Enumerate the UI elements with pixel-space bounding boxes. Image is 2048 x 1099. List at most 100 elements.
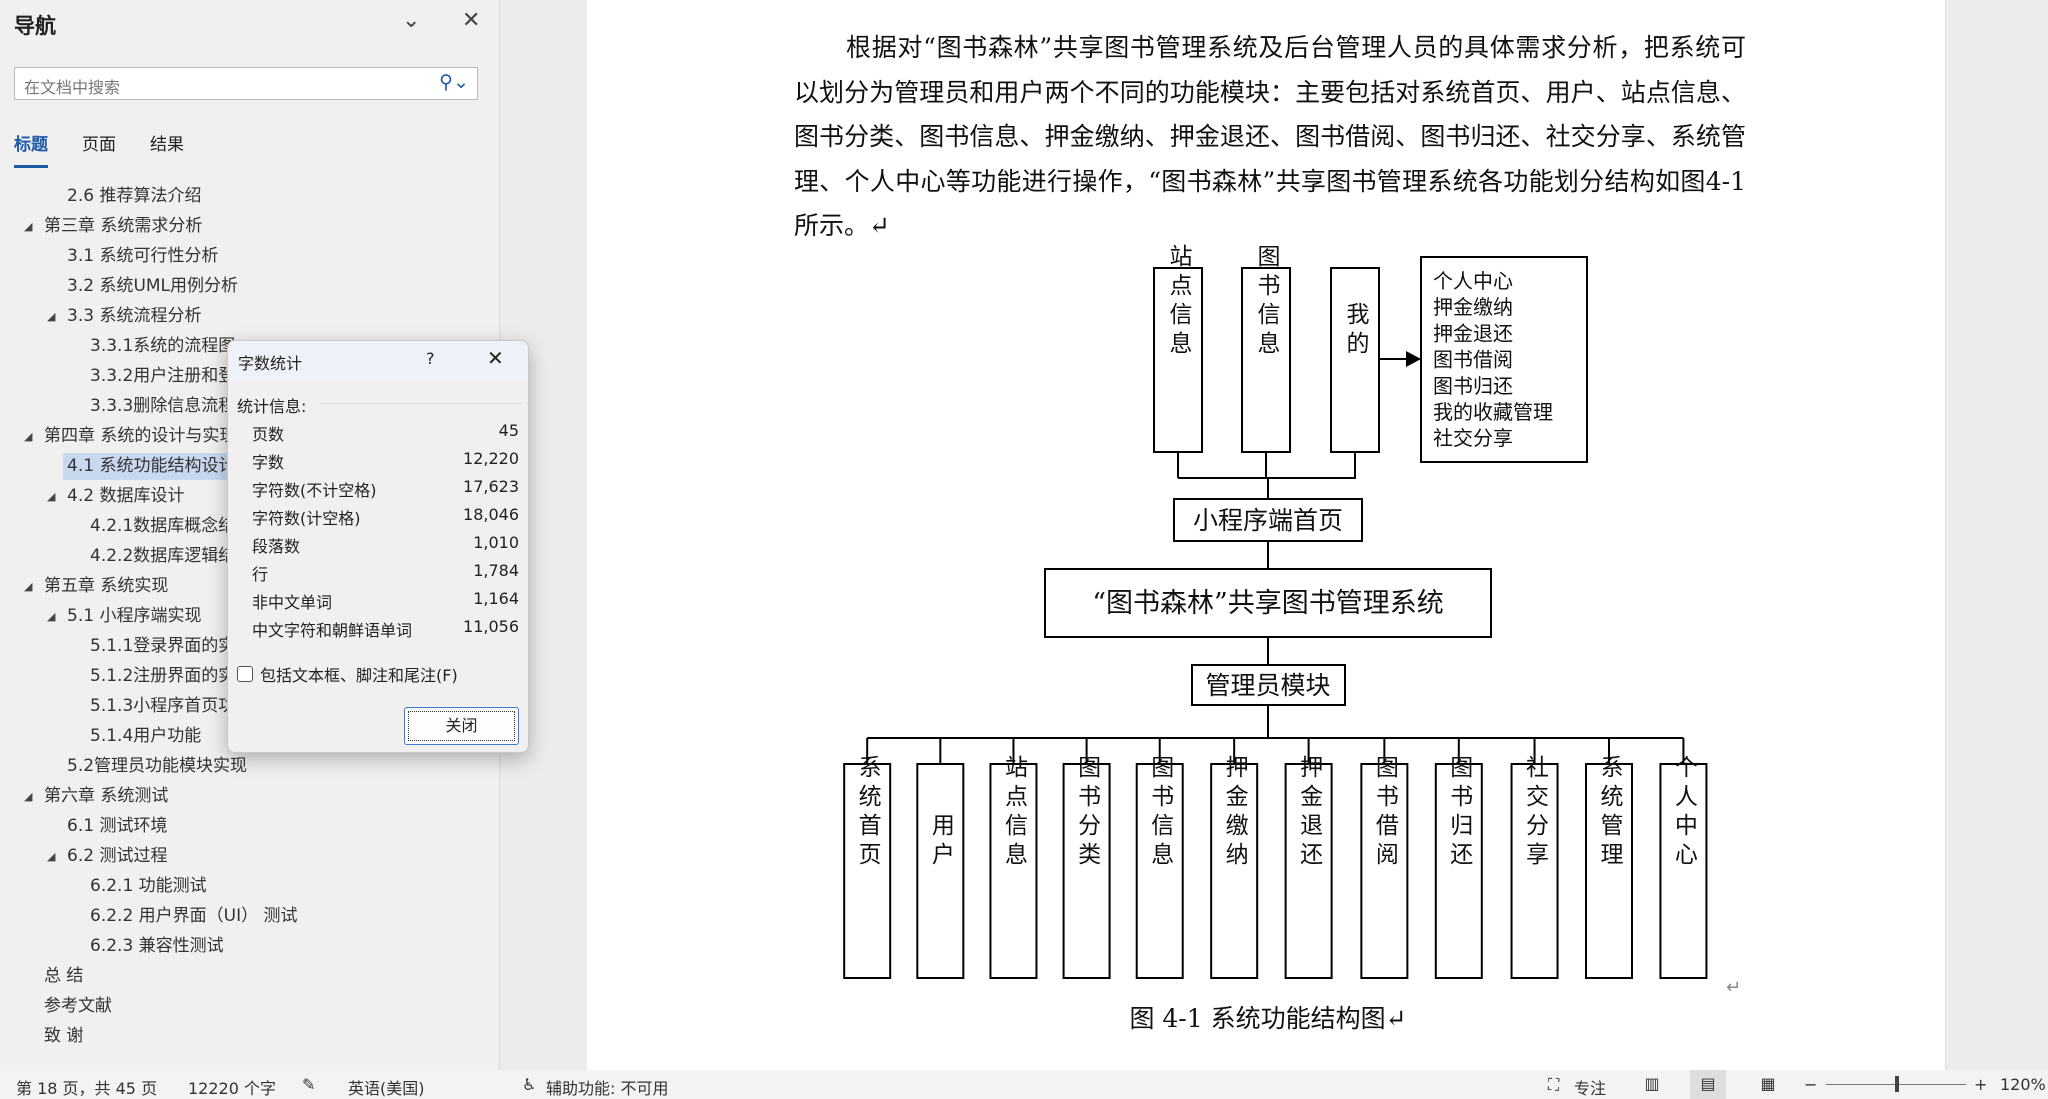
admin-module-label: 站点信息 [1000, 755, 1028, 871]
nav-heading-item[interactable]: ◢第六章 系统测试 [0, 783, 500, 813]
dialog-close-icon[interactable]: ✕ [487, 346, 504, 370]
top-module-label: 站点信息 [1165, 244, 1193, 360]
nav-heading-item[interactable]: ◢ 第三章 系统需求分析 [0, 213, 500, 243]
page-count[interactable]: 第 18 页，共 45 页 [16, 1079, 158, 1098]
accessibility-status[interactable]: 辅助功能: 不可用 [546, 1079, 669, 1098]
include-textboxes-checkbox[interactable]: 包括文本框、脚注和尾注(F) [237, 662, 458, 686]
divider [320, 403, 522, 404]
nav-heading-label: 5.1 小程序端实现 [67, 606, 202, 626]
nav-heading-item[interactable]: 4.2.2数据库逻辑结 [0, 543, 500, 573]
my-list-item: 图书归还 [1433, 374, 1513, 398]
expand-triangle-icon[interactable]: ◢ [47, 310, 56, 323]
nav-heading-item[interactable]: 4.2.1数据库概念结 [0, 513, 500, 543]
nav-heading-item[interactable]: 5.1.1登录界面的实 [0, 633, 500, 663]
right-margin [1945, 0, 2048, 1070]
nav-heading-label: 致 谢 [44, 1026, 84, 1046]
checkbox-box[interactable] [237, 666, 253, 682]
zoom-slider-thumb[interactable] [1895, 1076, 1899, 1092]
web-layout-icon[interactable]: ▦ [1760, 1074, 1776, 1093]
focus-icon[interactable]: ⛶ [1548, 1075, 1560, 1094]
zoom-level[interactable]: 120% [2000, 1075, 2046, 1094]
admin-module-box [1360, 763, 1409, 979]
admin-module-label: 图书分类 [1074, 755, 1101, 871]
nav-heading-label: 4.2.1数据库概念结 [90, 516, 236, 536]
stat-label: 字符数(计空格) [252, 509, 361, 528]
status-bar: 第 18 页，共 45 页 12220 个字 ✎ 英语(美国) ♿ 辅助功能: … [0, 1070, 2048, 1099]
admin-box [1191, 664, 1346, 706]
nav-heading-item[interactable]: ◢4.2 数据库设计 [0, 483, 500, 513]
admin-module-box [1284, 763, 1333, 979]
expand-triangle-icon[interactable]: ◢ [24, 220, 33, 233]
close-icon[interactable]: ✕ [462, 8, 481, 33]
stat-value: 1,164 [473, 589, 519, 608]
expand-triangle-icon[interactable]: ◢ [24, 580, 33, 593]
nav-heading-item[interactable]: 6.2.3 兼容性测试 [0, 933, 500, 963]
search-icon[interactable]: ⚲⌄ [439, 71, 469, 93]
nav-heading-item[interactable]: 6.1 测试环境 [0, 813, 500, 843]
tab-pages[interactable]: 页面 [82, 135, 116, 155]
focus-mode[interactable]: 专注 [1574, 1079, 1607, 1098]
nav-heading-label: 参考文献 [44, 996, 112, 1016]
stat-row: 字符数(不计空格)17,623 [252, 477, 519, 505]
nav-heading-item[interactable]: 致 谢 [0, 1023, 500, 1053]
expand-triangle-icon[interactable]: ◢ [24, 790, 33, 803]
nav-heading-item[interactable]: 3.3.3删除信息流程 [0, 393, 500, 423]
nav-heading-item[interactable]: 3.1 系统可行性分析 [0, 243, 500, 273]
admin-module-label: 图书信息 [1147, 755, 1175, 871]
nav-heading-item[interactable]: 总 结 [0, 963, 500, 993]
stat-value: 18,046 [463, 505, 519, 524]
admin-module-box [1584, 763, 1633, 979]
nav-heading-item[interactable]: 5.1.2注册界面的实 [0, 663, 500, 693]
expand-triangle-icon[interactable]: ◢ [24, 430, 33, 443]
chevron-down-icon[interactable]: ⌄ [402, 8, 421, 33]
tab-results[interactable]: 结果 [150, 135, 184, 155]
stat-label: 非中文单词 [252, 593, 333, 612]
nav-heading-item[interactable]: ◢3.3 系统流程分析 [0, 303, 500, 333]
zoom-out-button[interactable]: − [1804, 1075, 1818, 1094]
nav-heading-item[interactable]: 6.2.2 用户界面（UI） 测试 [0, 903, 500, 933]
nav-heading-label: 3.3.3删除信息流程 [90, 396, 236, 416]
nav-heading-item[interactable]: 2.6 推荐算法介绍 [0, 183, 500, 213]
accessibility-icon: ♿ [522, 1075, 537, 1094]
admin-module-box [916, 763, 965, 979]
help-button[interactable]: ? [426, 349, 435, 368]
nav-heading-label: 4.2.2数据库逻辑结 [90, 546, 236, 566]
stat-row: 非中文单词 1,164 [252, 589, 519, 617]
read-mode-icon[interactable]: ▥ [1644, 1074, 1660, 1093]
body-paragraph: 根据对“图书森林”共享图书管理系统及后台管理人员的具体需求分析，把系统可以划分为… [794, 33, 1746, 240]
nav-heading-label: 6.2.1 功能测试 [90, 876, 207, 896]
nav-heading-label: 第三章 系统需求分析 [44, 216, 203, 236]
zoom-in-button[interactable]: + [1974, 1075, 1988, 1094]
nav-heading-item[interactable]: 3.3.2用户注册和登 [0, 363, 500, 393]
paragraph-mark: ↵ [1726, 977, 1741, 998]
nav-heading-item[interactable]: 5.1.4用户功能 [0, 723, 500, 753]
nav-heading-item[interactable]: ◢第五章 系统实现 [0, 573, 500, 603]
print-layout-icon[interactable]: ▤ [1690, 1070, 1726, 1099]
nav-heading-item[interactable]: 参考文献 [0, 993, 500, 1023]
nav-heading-item[interactable]: 5.1.3小程序首页功 [0, 693, 500, 723]
expand-triangle-icon[interactable]: ◢ [47, 490, 56, 503]
tab-headings[interactable]: 标题 [14, 130, 48, 168]
language[interactable]: 英语(美国) [348, 1079, 425, 1098]
nav-heading-item[interactable]: ◢第四章 系统的设计与实现 [0, 423, 500, 453]
nav-heading-item[interactable]: 5.2管理员功能模块实现 [0, 753, 500, 783]
nav-heading-item[interactable]: ◢6.2 测试过程 [0, 843, 500, 873]
nav-heading-label: 6.2.3 兼容性测试 [90, 936, 224, 956]
expand-triangle-icon[interactable]: ◢ [47, 610, 56, 623]
nav-heading-item[interactable]: 4.1 系统功能结构设计 [0, 453, 500, 483]
word-count[interactable]: 12220 个字 [188, 1079, 276, 1098]
close-button[interactable]: 关闭 [404, 707, 519, 745]
nav-heading-label: 4.1 系统功能结构设计 [63, 453, 240, 480]
search-input[interactable]: 在文档中搜索⚲⌄ [14, 67, 478, 100]
expand-triangle-icon[interactable]: ◢ [47, 850, 56, 863]
admin-module-box [989, 763, 1038, 979]
proofing-icon[interactable]: ✎ [302, 1075, 316, 1094]
nav-heading-item[interactable]: 3.3.1系统的流程图 [0, 333, 500, 363]
nav-heading-item[interactable]: ◢ 5.1 小程序端实现 [0, 603, 500, 633]
nav-heading-item[interactable]: 3.2 系统UML用例分析 [0, 273, 500, 303]
nav-heading-item[interactable]: 6.2.1 功能测试 [0, 873, 500, 903]
nav-heading-label: 6.2.2 用户界面（UI） 测试 [90, 906, 298, 926]
stat-label: 段落数 [252, 537, 301, 556]
